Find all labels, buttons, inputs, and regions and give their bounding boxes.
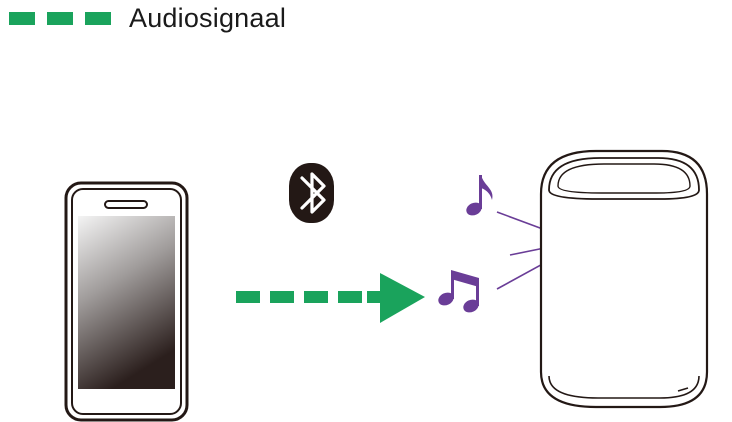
legend-dash [85,11,111,25]
speaker-icon [539,149,709,409]
smartphone-icon [64,181,189,422]
legend-dash [47,11,73,25]
music-notes-icon [438,270,479,313]
music-note-icon [466,175,493,216]
legend-dash [9,11,35,25]
legend-dashed-line [9,11,111,25]
phone-screen [78,216,175,389]
legend-label: Audiosignaal [129,2,287,33]
dashed-arrow-icon [236,273,425,323]
bluetooth-icon [289,163,334,223]
legend: Audiosignaal [9,0,286,36]
